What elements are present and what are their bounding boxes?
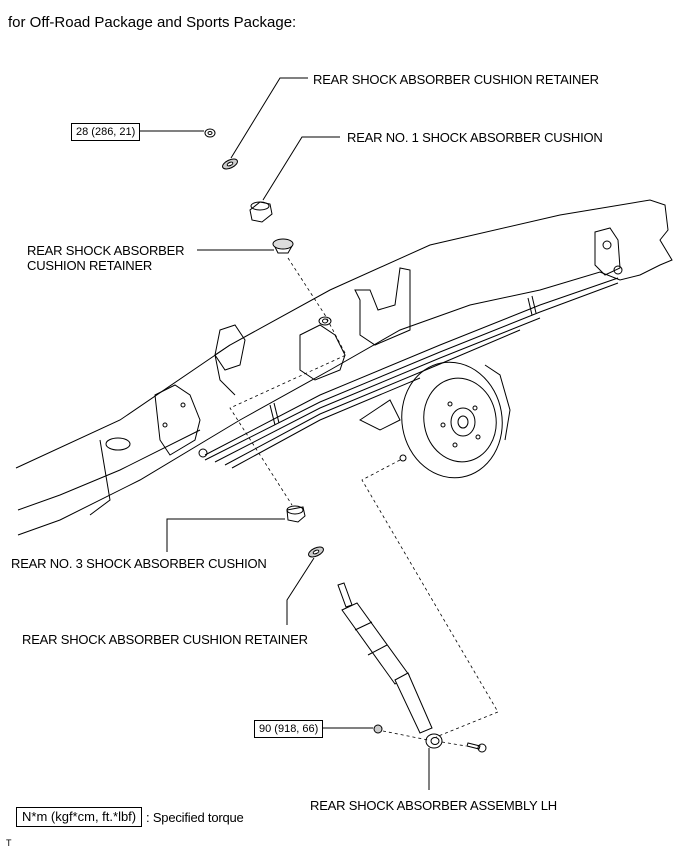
bolt-part bbox=[466, 742, 487, 753]
torque-box-top-nut: 28 (286, 21) bbox=[71, 123, 141, 141]
label-cushion-no3: REAR NO. 3 SHOCK ABSORBER CUSHION bbox=[11, 556, 267, 571]
bottom-nut-part bbox=[373, 724, 383, 734]
bottom-retainer-part bbox=[308, 546, 324, 558]
footer-mark: T bbox=[6, 838, 12, 848]
frame-rail bbox=[15, 199, 673, 536]
label-retainer-mid-line1: REAR SHOCK ABSORBER bbox=[27, 243, 185, 258]
top-nut-part bbox=[204, 128, 216, 138]
brake-drum bbox=[359, 361, 511, 479]
label-retainer-top: REAR SHOCK ABSORBER CUSHION RETAINER bbox=[313, 72, 599, 87]
no3-cushion-part bbox=[286, 505, 306, 523]
mid-retainer-part bbox=[272, 238, 294, 254]
leader-lines bbox=[138, 77, 430, 790]
alignment-lines bbox=[229, 257, 499, 747]
frame-brackets bbox=[154, 227, 623, 456]
top-retainer-part bbox=[222, 158, 238, 170]
no1-cushion-part bbox=[249, 201, 273, 223]
legend-description: : Specified torque bbox=[146, 810, 244, 825]
page-title: for Off-Road Package and Sports Package: bbox=[8, 14, 297, 31]
torque-box-bottom-nut: 90 (918, 66) bbox=[254, 720, 324, 738]
label-retainer-mid-line2: CUSHION RETAINER bbox=[27, 258, 153, 273]
shock-absorber-part bbox=[337, 582, 443, 749]
label-assembly: REAR SHOCK ABSORBER ASSEMBLY LH bbox=[310, 798, 557, 813]
label-retainer-bottom: REAR SHOCK ABSORBER CUSHION RETAINER bbox=[22, 632, 308, 647]
label-cushion-no1: REAR NO. 1 SHOCK ABSORBER CUSHION bbox=[347, 130, 603, 145]
legend-torque-unit: N*m (kgf*cm, ft.*lbf) bbox=[16, 807, 143, 827]
leaf-spring bbox=[198, 277, 619, 469]
